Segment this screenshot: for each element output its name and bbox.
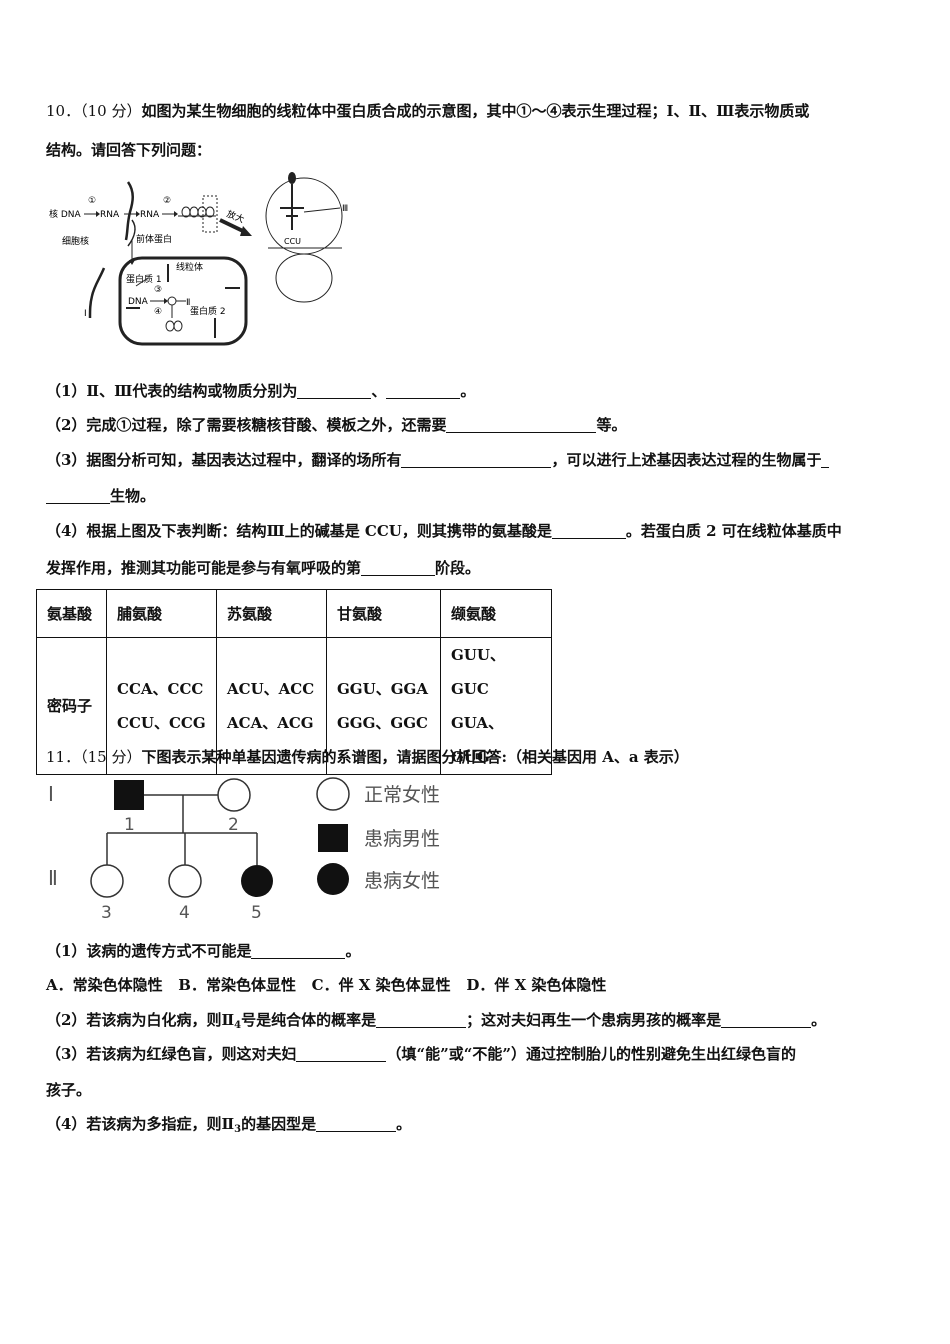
q10-part2: （2）完成①过程，除了需要核糖核苷酸、模板之外，还需要等。 bbox=[46, 416, 627, 434]
q10-number: 10． bbox=[46, 102, 81, 120]
legend-affected-female-label: 患病女性 bbox=[364, 870, 440, 892]
q11-part3-line1: （3）若该病为红绿色盲，则这对夫妇（填“能”或“不能”）通过控制胎儿的性别避免生… bbox=[46, 1045, 796, 1063]
q10-part4-line1: （4）根据上图及下表判断：结构Ⅲ上的碱基是 CCU，则其携带的氨基酸是。若蛋白质… bbox=[46, 522, 842, 540]
legend-affected-male-label: 患病男性 bbox=[364, 828, 440, 850]
individual-5-label: 5 bbox=[251, 903, 262, 923]
answer-blank[interactable] bbox=[821, 453, 830, 468]
protein1-label: 蛋白质 1 bbox=[126, 273, 162, 285]
q11-score: （15 分） bbox=[80, 748, 142, 766]
answer-blank[interactable] bbox=[376, 1013, 467, 1028]
q10-score: （10 分） bbox=[80, 102, 142, 120]
legend-affected-male-icon bbox=[318, 824, 348, 852]
q10-part4-line2: 发挥作用，推测其功能可能是参与有氧呼吸的第阶段。 bbox=[46, 559, 481, 577]
q10-part1: （1）Ⅱ、Ⅲ代表的结构或物质分别为、。 bbox=[46, 382, 476, 400]
individual-4-label: 4 bbox=[179, 903, 190, 923]
generation-I-label: Ⅰ bbox=[48, 782, 54, 806]
zoom-box bbox=[202, 195, 218, 233]
generation-II-label: Ⅱ bbox=[48, 866, 58, 890]
pedigree-chart: Ⅰ Ⅱ 1 2 3 4 5 正常女性 患病男性 患病女性 bbox=[48, 777, 440, 923]
table-header-cell: 缬氨酸 bbox=[440, 589, 552, 638]
protein2-label: 蛋白质 2 bbox=[190, 305, 226, 317]
affected-male-I1 bbox=[114, 780, 144, 810]
mitochondrion-label: 线粒体 bbox=[176, 261, 203, 273]
nuclear-dna-label: 核 DNA bbox=[49, 208, 82, 220]
dna-label: DNA bbox=[128, 297, 149, 307]
answer-blank[interactable] bbox=[401, 453, 552, 468]
answer-blank[interactable] bbox=[551, 524, 626, 539]
rna1-label: RNA bbox=[100, 210, 120, 220]
q10-stem-line1: 10．（10 分）如图为某生物细胞的线粒体中蛋白质合成的示意图，其中①～④表示生… bbox=[46, 101, 906, 121]
legend-normal-female-icon bbox=[316, 777, 350, 811]
precursor-protein-label: 前体蛋白 bbox=[136, 233, 172, 245]
step2-label: ② bbox=[163, 196, 171, 206]
answer-blank[interactable] bbox=[446, 418, 597, 433]
rna2-label: RNA bbox=[140, 210, 160, 220]
mitochondrion-outer bbox=[118, 256, 248, 346]
q11-part2: （2）若该病为白化病，则Ⅱ4号是纯合体的概率是；这对夫妇再生一个患病男孩的概率是… bbox=[46, 1011, 827, 1031]
legend-affected-female-icon bbox=[317, 863, 349, 895]
q11-part4: （4）若该病为多指症，则Ⅱ3的基因型是。 bbox=[46, 1115, 412, 1135]
q11-part3-line2: 孩子。 bbox=[46, 1081, 92, 1099]
answer-blank[interactable] bbox=[296, 1047, 387, 1062]
table-header-cell: 氨基酸 bbox=[36, 589, 107, 638]
label-II: Ⅱ bbox=[186, 298, 190, 308]
individual-3-label: 3 bbox=[101, 903, 112, 923]
table-header-cell: 苏氨酸 bbox=[216, 589, 327, 638]
step3-label: ③ bbox=[154, 285, 162, 295]
nucleus-label: 细胞核 bbox=[62, 235, 89, 247]
table-header-cell: 甘氨酸 bbox=[326, 589, 441, 638]
normal-female-II3 bbox=[90, 864, 124, 898]
ribosome-small-subunit bbox=[275, 253, 333, 303]
nuclear-membrane bbox=[124, 181, 134, 241]
q10-part3-line2: 生物。 bbox=[46, 486, 906, 506]
q10-stem-line2: 结构。请回答下列问题： bbox=[46, 141, 212, 159]
answer-blank[interactable] bbox=[251, 944, 346, 959]
q11-options: A．常染色体隐性 B．常染色体显性 C．伴 X 染色体显性 D．伴 X 染色体隐… bbox=[46, 976, 607, 994]
individual-2-label: 2 bbox=[228, 815, 239, 835]
label-III: Ⅲ bbox=[342, 204, 348, 214]
table-header-row: 氨基酸 脯氨酸 苏氨酸 甘氨酸 缬氨酸 bbox=[36, 589, 552, 638]
nuclear-membrane-lower bbox=[88, 267, 106, 319]
q11-number: 11． bbox=[46, 748, 81, 766]
answer-blank[interactable] bbox=[297, 384, 372, 399]
label-I: Ⅰ bbox=[84, 309, 87, 319]
answer-blank[interactable] bbox=[46, 489, 110, 504]
answer-blank[interactable] bbox=[721, 1013, 812, 1028]
zoom-arrow bbox=[240, 226, 252, 236]
normal-female-I2 bbox=[217, 778, 251, 812]
anticodon-label: CCU bbox=[284, 237, 301, 246]
q10-part3-line1: （3）据图分析可知，基因表达过程中，翻译的场所有，可以进行上述基因表达过程的生物… bbox=[46, 450, 906, 470]
normal-female-II4 bbox=[168, 864, 202, 898]
answer-blank[interactable] bbox=[316, 1117, 397, 1132]
table-row-label: 密码子 bbox=[36, 637, 107, 775]
mitochondria-protein-synthesis-diagram: 核 DNA ① RNA RNA ② 放大 细胞核 前体蛋白 线粒体 蛋白质 1 … bbox=[49, 172, 348, 346]
affected-female-II5 bbox=[241, 865, 273, 897]
individual-1-label: 1 bbox=[124, 815, 135, 835]
q11-part1: （1）该病的遗传方式不可能是。 bbox=[46, 942, 361, 960]
legend-normal-female-label: 正常女性 bbox=[364, 784, 440, 806]
table-header-cell: 脯氨酸 bbox=[106, 589, 217, 638]
answer-blank[interactable] bbox=[361, 561, 436, 576]
q10-stem-text: 如图为某生物细胞的线粒体中蛋白质合成的示意图，其中①～④表示生理过程；Ⅰ、Ⅱ、Ⅲ… bbox=[141, 102, 810, 120]
step1-label: ① bbox=[88, 196, 96, 206]
q11-stem: 11．（15 分）下图表示某种单基因遗传病的系谱图，请据图分析回答:（相关基因用… bbox=[46, 748, 689, 766]
ribosome-large-subunit bbox=[265, 177, 343, 255]
answer-blank[interactable] bbox=[386, 384, 461, 399]
step4-label: ④ bbox=[154, 307, 162, 317]
